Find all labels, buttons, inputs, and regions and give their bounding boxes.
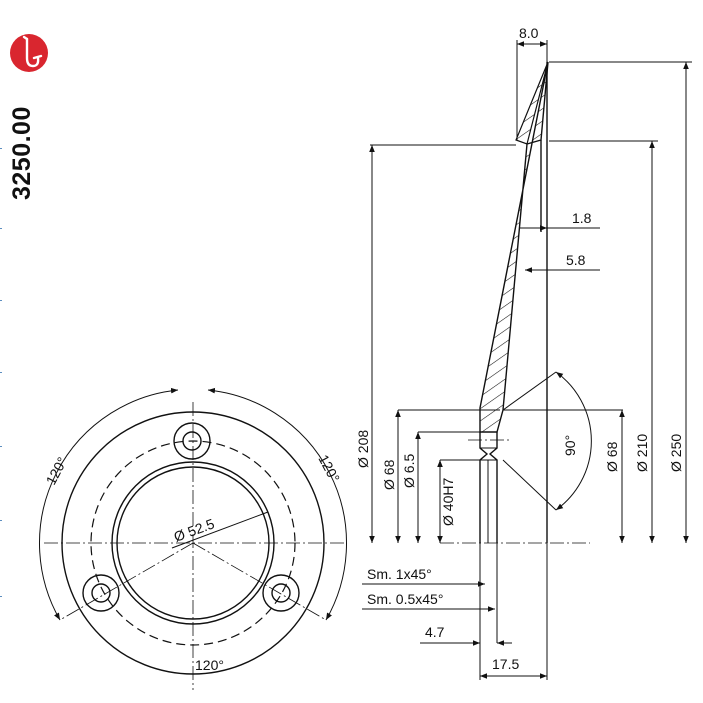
angle-bottom-label: 120° (195, 657, 224, 673)
bolt-hole-inner (271, 583, 291, 603)
section-view: 8.0 1.8 5.8 Ø 208 Ø 68 Ø 6.5 Ø 40H7 Ø 68… (355, 25, 692, 680)
dim-1-8-label: 1.8 (572, 210, 592, 226)
diameter-52-5-label: Ø 52.5 (172, 515, 217, 544)
cone-lip-hatch (515, 61, 549, 145)
chamfer-1-label: Sm. 1x45° (367, 566, 432, 582)
angle-arc-right (207, 387, 347, 621)
margin-tick (0, 520, 2, 521)
angle-90-label: 90° (562, 435, 578, 456)
margin-tick (0, 372, 2, 373)
bolt-hole-outer (82, 574, 120, 612)
margin-tick (0, 300, 2, 301)
diameter-208-label: Ø 208 (355, 430, 371, 468)
front-view: Ø 52.5 120° 120° 120° (39, 387, 347, 690)
saxophone-icon (22, 35, 43, 68)
cone-hatch (479, 61, 549, 433)
angle-leg-lower (502, 459, 557, 511)
angle-right-label: 120° (315, 452, 343, 485)
angle-arc-90 (555, 371, 592, 511)
dim-4-7-label: 4.7 (425, 624, 445, 640)
dim-17-5-label: 17.5 (492, 656, 519, 672)
angle-left-label: 120° (43, 454, 71, 487)
badge-circle (10, 34, 48, 72)
angle-arc-left (39, 387, 179, 621)
dim-5-8-label: 5.8 (566, 252, 586, 268)
diameter-210-label: Ø 210 (634, 434, 650, 472)
bolt-hole-inner (182, 431, 202, 451)
dim-8-0-label: 8.0 (519, 25, 539, 41)
bolt-hole-outer (262, 574, 300, 612)
margin-tick (0, 596, 2, 597)
diameter-6-5-label: Ø 6.5 (401, 454, 417, 488)
margin-tick (0, 446, 2, 447)
bolt-hole-left (82, 574, 120, 612)
saxophone-badge (10, 34, 48, 72)
diameter-40h7-label: Ø 40H7 (440, 478, 456, 526)
margin-tick (0, 228, 2, 229)
diameter-68-left-label: Ø 68 (381, 459, 397, 490)
part-number: 3250.00 (8, 106, 36, 200)
angle-leg-upper (502, 371, 557, 411)
cone-section (468, 61, 549, 543)
diameter-250-label: Ø 250 (668, 434, 684, 472)
chamfer-2-label: Sm. 0.5x45° (367, 591, 443, 607)
hub-profile (479, 432, 498, 543)
diameter-68-right-label: Ø 68 (604, 441, 620, 472)
margin-tick (0, 148, 2, 149)
bolt-hole-right (262, 574, 300, 612)
